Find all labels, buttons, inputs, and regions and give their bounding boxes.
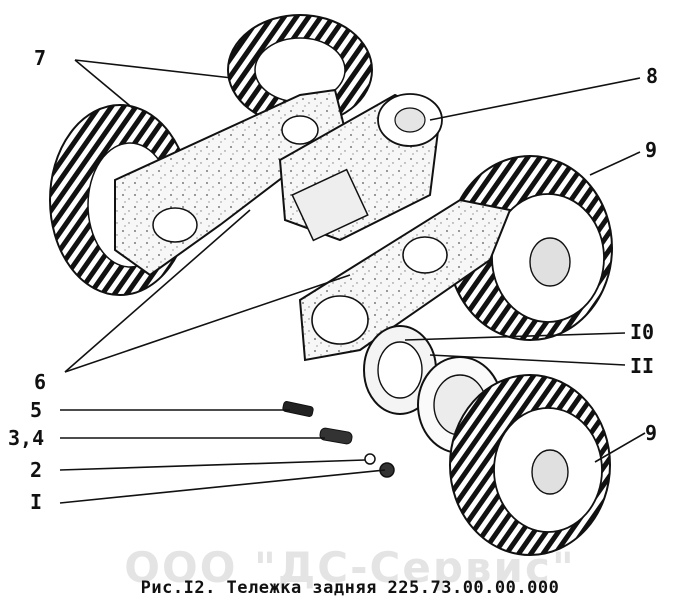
callout-9-upper: 9 [645,138,658,162]
callout-9-lower: 9 [645,421,658,445]
figure-caption: Рис.I2. Тележка задняя 225.73.00.00.000 [140,578,560,598]
central-gearbox [278,93,443,242]
callout-11: II [630,354,655,378]
small-parts [282,401,395,478]
watermark-text: ООО "ДС-Сервис" [124,543,576,592]
wheel-front-right-upper [447,155,613,341]
callout-3-4: 3,4 [8,426,45,450]
callout-6: 6 [34,370,47,394]
callout-8: 8 [646,64,659,88]
wheel-front-right-lower [449,374,611,556]
balancer-beam-right [298,198,512,362]
wheel-rear-left-upper [227,14,373,126]
callout-5: 5 [30,398,43,422]
callout-2: 2 [30,458,43,482]
callout-1: I [30,490,43,514]
leader-lines [59,59,646,504]
callout-10: I0 [630,320,655,344]
callout-7: 7 [34,46,47,70]
